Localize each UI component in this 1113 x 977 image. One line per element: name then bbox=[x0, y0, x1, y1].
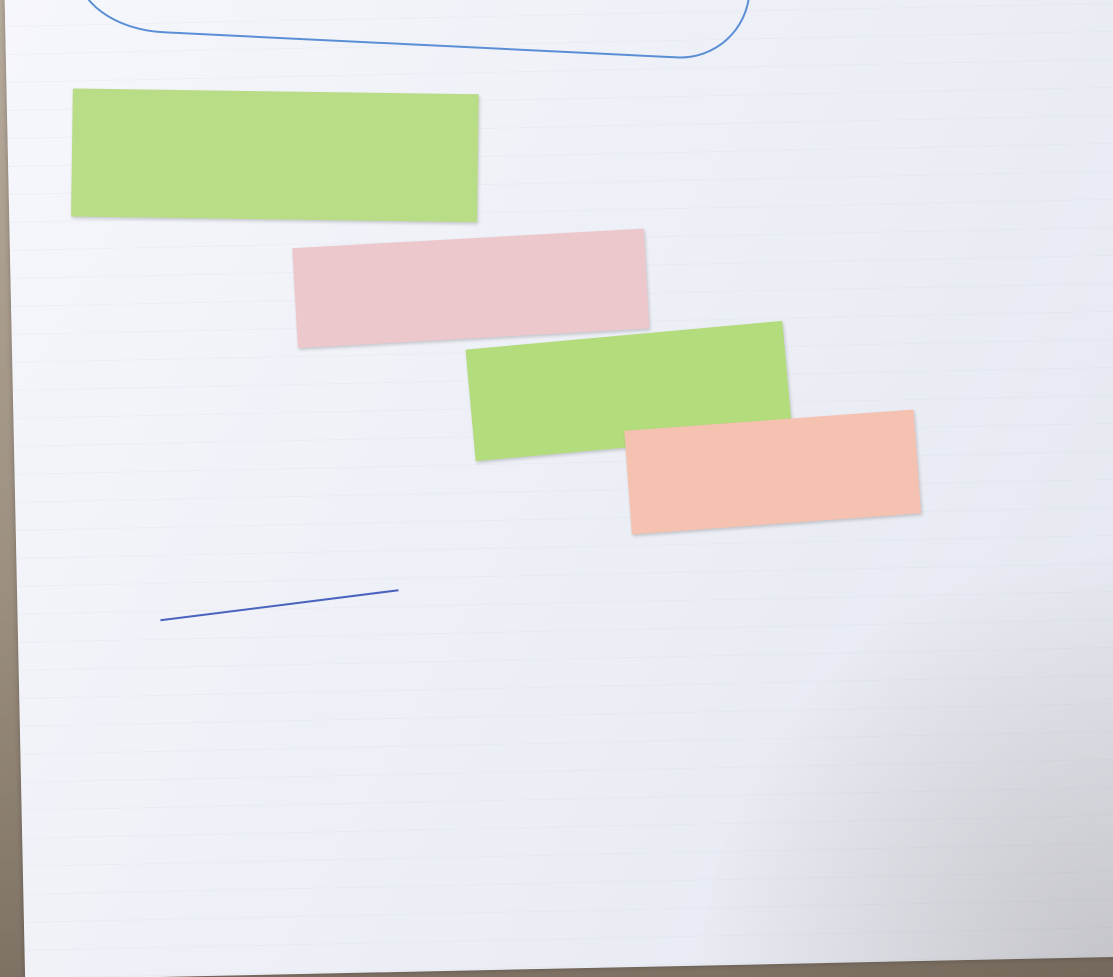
chart-subtitle bbox=[866, 25, 1106, 38]
sticky-note-green-1 bbox=[71, 88, 479, 223]
sticky-note-peach-1 bbox=[624, 409, 922, 535]
participants-list bbox=[148, 620, 508, 628]
sticky-note-pink-1 bbox=[292, 228, 650, 349]
participants-heading bbox=[155, 549, 399, 622]
flip-chart-paper bbox=[4, 0, 1113, 977]
